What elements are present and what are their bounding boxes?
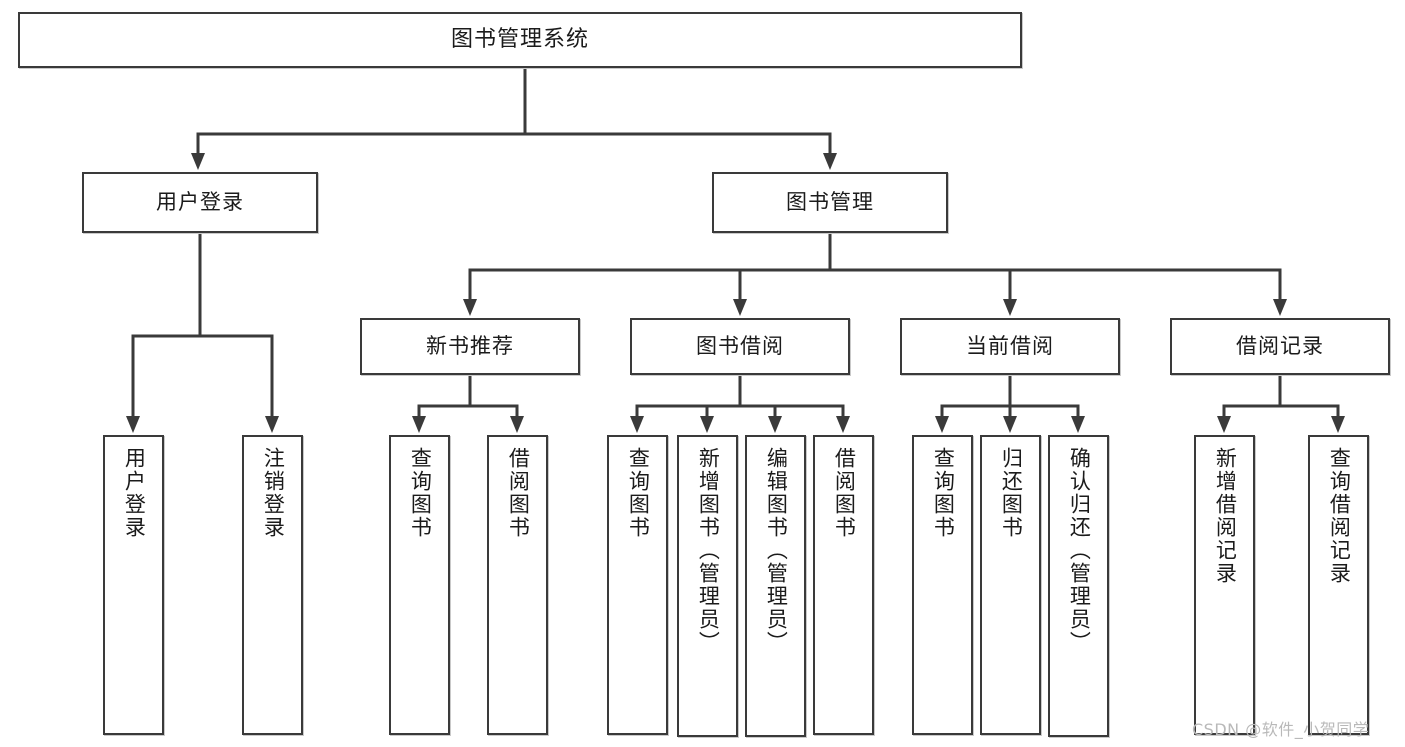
arrowhead-current-borrow-2 bbox=[1071, 416, 1085, 433]
node-leaf-rec-query-book[interactable]: 查询图书 bbox=[389, 435, 450, 735]
arrowhead-book-manage-0 bbox=[463, 299, 477, 316]
node-leaf-bb-borrow-book[interactable]: 借阅图书 bbox=[813, 435, 874, 735]
arrowhead-borrow-record-1 bbox=[1331, 416, 1345, 433]
node-label-new-book-rec: 新书推荐 bbox=[426, 333, 514, 358]
node-label-leaf-bb-add-book: 新增图书（管理员） bbox=[696, 447, 721, 654]
node-label-borrow-record: 借阅记录 bbox=[1236, 333, 1324, 358]
node-leaf-br-query-record[interactable]: 查询借阅记录 bbox=[1308, 435, 1369, 735]
arrowhead-root-1 bbox=[823, 153, 837, 170]
node-leaf-cb-query-book[interactable]: 查询图书 bbox=[912, 435, 973, 735]
arrowhead-new-book-rec-0 bbox=[412, 416, 426, 433]
node-label-leaf-br-query-record: 查询借阅记录 bbox=[1327, 447, 1352, 585]
node-label-leaf-br-add-record: 新增借阅记录 bbox=[1213, 447, 1238, 585]
node-leaf-logout[interactable]: 注销登录 bbox=[242, 435, 303, 735]
node-root[interactable]: 图书管理系统 bbox=[18, 12, 1022, 68]
arrowhead-current-borrow-1 bbox=[1003, 416, 1017, 433]
arrowhead-book-borrow-3 bbox=[836, 416, 850, 433]
node-user-login[interactable]: 用户登录 bbox=[82, 172, 318, 233]
node-leaf-cb-return-book[interactable]: 归还图书 bbox=[980, 435, 1041, 735]
node-leaf-bb-add-book[interactable]: 新增图书（管理员） bbox=[677, 435, 738, 737]
node-label-leaf-logout: 注销登录 bbox=[261, 447, 286, 539]
arrowhead-book-manage-3 bbox=[1273, 299, 1287, 316]
node-label-leaf-rec-borrow-book: 借阅图书 bbox=[506, 447, 531, 539]
arrowhead-book-manage-1 bbox=[733, 299, 747, 316]
arrowhead-new-book-rec-1 bbox=[510, 416, 524, 433]
node-label-leaf-cb-query-book: 查询图书 bbox=[931, 447, 956, 539]
arrowhead-borrow-record-0 bbox=[1217, 416, 1231, 433]
arrowhead-user-login-0 bbox=[126, 416, 140, 433]
node-label-root: 图书管理系统 bbox=[450, 26, 589, 52]
node-label-current-borrow: 当前借阅 bbox=[966, 333, 1054, 358]
node-label-leaf-cb-confirm-return: 确认归还（管理员） bbox=[1067, 447, 1092, 654]
arrowhead-current-borrow-0 bbox=[935, 416, 949, 433]
node-book-manage[interactable]: 图书管理 bbox=[712, 172, 948, 233]
arrowhead-book-borrow-0 bbox=[630, 416, 644, 433]
node-current-borrow[interactable]: 当前借阅 bbox=[900, 318, 1120, 375]
node-label-book-borrow: 图书借阅 bbox=[696, 333, 784, 358]
node-label-leaf-rec-query-book: 查询图书 bbox=[408, 447, 433, 539]
node-label-leaf-bb-borrow-book: 借阅图书 bbox=[832, 447, 857, 539]
node-label-leaf-cb-return-book: 归还图书 bbox=[999, 447, 1024, 539]
arrowhead-book-borrow-2 bbox=[768, 416, 782, 433]
csdn-watermark: CSDN @软件_小贺同学 bbox=[1192, 720, 1370, 739]
node-label-user-login: 用户登录 bbox=[156, 189, 244, 214]
node-leaf-bb-edit-book[interactable]: 编辑图书（管理员） bbox=[745, 435, 806, 737]
node-leaf-br-add-record[interactable]: 新增借阅记录 bbox=[1194, 435, 1255, 735]
node-label-leaf-user-login: 用户登录 bbox=[122, 447, 147, 539]
node-label-leaf-bb-query-book: 查询图书 bbox=[626, 447, 651, 539]
node-leaf-bb-query-book[interactable]: 查询图书 bbox=[607, 435, 668, 735]
arrowhead-book-manage-2 bbox=[1003, 299, 1017, 316]
node-book-borrow[interactable]: 图书借阅 bbox=[630, 318, 850, 375]
node-leaf-cb-confirm-return[interactable]: 确认归还（管理员） bbox=[1048, 435, 1109, 737]
node-leaf-user-login[interactable]: 用户登录 bbox=[103, 435, 164, 735]
arrowhead-book-borrow-1 bbox=[700, 416, 714, 433]
node-label-book-manage: 图书管理 bbox=[786, 189, 874, 214]
node-borrow-record[interactable]: 借阅记录 bbox=[1170, 318, 1390, 375]
node-leaf-rec-borrow-book[interactable]: 借阅图书 bbox=[487, 435, 548, 735]
arrowhead-root-0 bbox=[191, 153, 205, 170]
node-label-leaf-bb-edit-book: 编辑图书（管理员） bbox=[764, 447, 789, 654]
arrowhead-user-login-1 bbox=[265, 416, 279, 433]
node-new-book-rec[interactable]: 新书推荐 bbox=[360, 318, 580, 375]
